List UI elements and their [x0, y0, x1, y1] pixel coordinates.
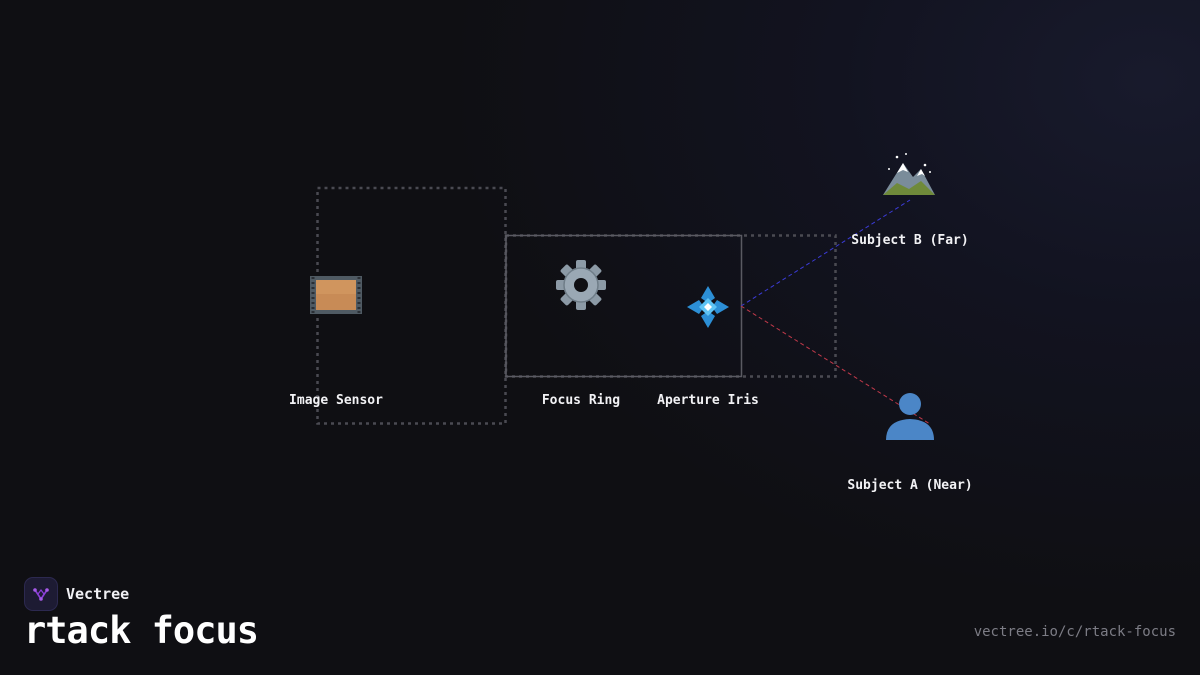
gear-icon: [556, 260, 606, 310]
aperture-iris-label: Aperture Iris: [657, 393, 759, 408]
focus-ring-label: Focus Ring: [541, 393, 621, 408]
image-sensor-label: Image Sensor: [289, 393, 383, 408]
lens-group-box: [504, 234, 837, 378]
vectree-logo-icon: [24, 577, 58, 611]
subject-far-label: Subject B (Far): [851, 233, 969, 248]
diamond-iris-icon: [687, 286, 729, 328]
person-icon: [886, 393, 934, 440]
brand: Vectree: [24, 577, 129, 611]
ray-near: [740, 305, 931, 425]
film-strip-icon: [310, 276, 362, 314]
brand-name: Vectree: [66, 585, 130, 603]
subject-near-label: Subject A (Near): [847, 478, 973, 493]
ray-far: [740, 199, 911, 307]
page-url[interactable]: vectree.io/c/rtack-focus: [973, 624, 1176, 640]
page-title: rtack focus: [24, 609, 259, 652]
mountain-icon: [883, 153, 935, 195]
